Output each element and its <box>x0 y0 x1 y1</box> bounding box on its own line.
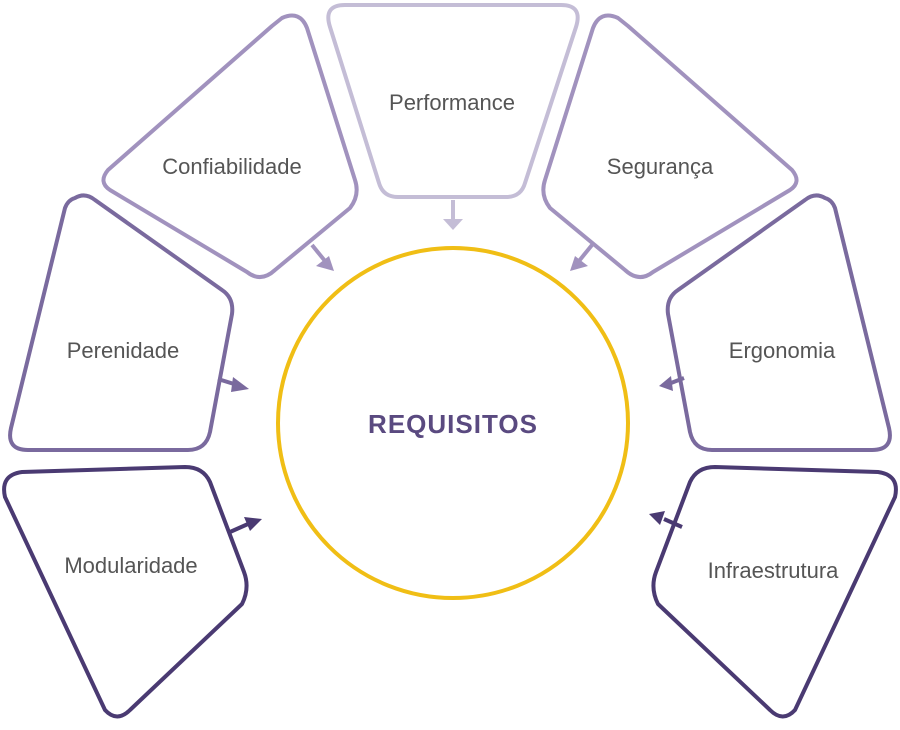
node-performance-label: Performance <box>389 90 515 115</box>
node-confiabilidade: Confiabilidade <box>101 13 359 279</box>
center-ring <box>276 246 630 600</box>
node-infraestrutura-label: Infraestrutura <box>708 558 840 583</box>
node-infraestrutura: Infraestrutura <box>649 465 898 719</box>
node-modularidade-arrowhead <box>244 517 262 531</box>
node-seguranca-shape <box>541 13 799 279</box>
node-ergonomia-label: Ergonomia <box>729 338 836 363</box>
node-confiabilidade-arrowhead <box>316 256 334 271</box>
node-infraestrutura-connector <box>663 517 683 529</box>
node-ergonomia-shape <box>665 193 892 452</box>
node-confiabilidade-shape <box>101 13 359 279</box>
node-modularidade: Modularidade <box>2 465 262 719</box>
node-modularidade-label: Modularidade <box>64 553 197 578</box>
node-performance: Performance <box>326 3 580 230</box>
center-label: REQUISITOS <box>368 409 538 439</box>
node-infraestrutura-arrowhead <box>649 511 665 525</box>
node-ergonomia: Ergonomia <box>659 193 892 452</box>
node-perenidade-connector <box>217 377 235 386</box>
node-seguranca: Segurança <box>541 13 799 279</box>
node-infraestrutura-shape <box>651 465 898 719</box>
node-seguranca-label: Segurança <box>607 154 714 179</box>
node-ergonomia-arrowhead <box>659 376 673 391</box>
center-node: REQUISITOS <box>276 246 630 600</box>
node-modularidade-shape <box>2 465 249 719</box>
node-perenidade-shape <box>8 193 235 452</box>
node-confiabilidade-connector <box>310 243 327 263</box>
node-modularidade-connector <box>229 522 249 534</box>
node-performance-shape <box>326 3 580 199</box>
node-seguranca-connector <box>577 243 594 263</box>
node-perenidade: Perenidade <box>8 193 249 452</box>
node-confiabilidade-label: Confiabilidade <box>162 154 301 179</box>
node-performance-arrowhead <box>443 219 463 230</box>
node-perenidade-arrowhead <box>231 377 249 392</box>
node-perenidade-label: Perenidade <box>67 338 180 363</box>
node-seguranca-arrowhead <box>570 256 588 271</box>
node-ergonomia-connector <box>670 376 685 385</box>
